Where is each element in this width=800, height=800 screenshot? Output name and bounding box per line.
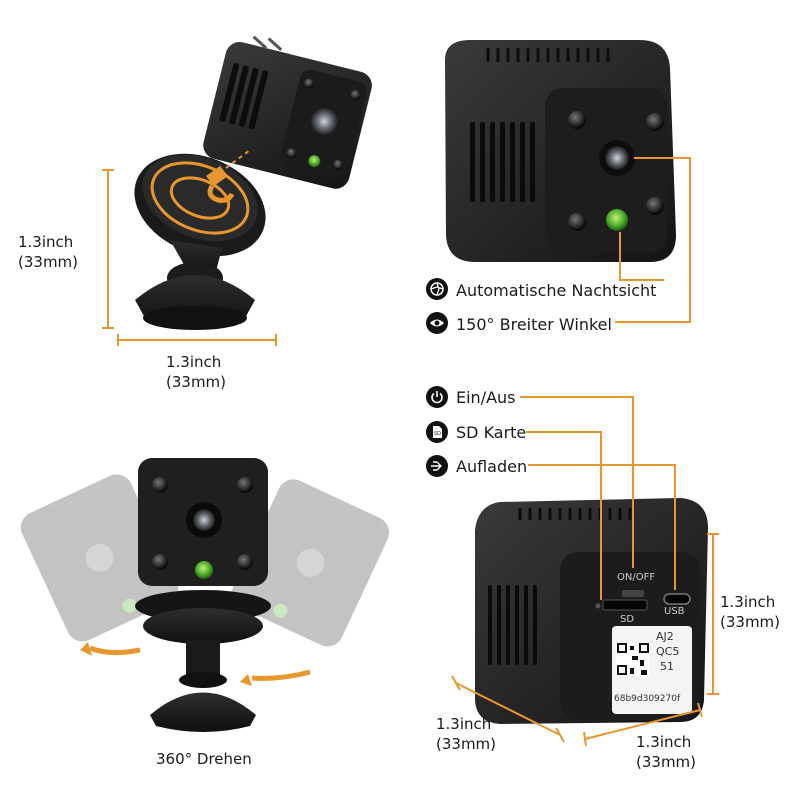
sticker-line-1: AJ2 — [656, 630, 674, 643]
camera-rotation-view — [20, 458, 390, 732]
power-icon — [426, 386, 448, 408]
camera-with-magnetic-mount — [134, 35, 372, 330]
sticker-line-2: QC5 — [656, 645, 680, 658]
usb-icon — [426, 455, 448, 477]
feature-sd-card: SD Karte — [456, 423, 527, 442]
feature-night-vision: Automatische Nachtsicht — [456, 281, 657, 300]
svg-text:SD: SD — [434, 431, 441, 437]
sd-print: SD — [620, 614, 635, 625]
back-depth-inch: 1.3inch — [436, 715, 492, 733]
back-height-dimension-label: 1.3inch (33mm) — [720, 592, 780, 632]
feature-wide-angle: 150° Breiter Winkel — [456, 315, 612, 334]
eye-icon — [426, 312, 448, 334]
back-depth-mm: (33mm) — [436, 735, 497, 753]
switch-print: ON/OFF — [617, 572, 656, 583]
back-height-inch: 1.3inch — [720, 593, 776, 611]
dimension-lines-bottom-right — [451, 533, 719, 747]
usb-print: USB — [664, 606, 685, 617]
back-width-mm: (33mm) — [636, 753, 697, 771]
callout-lines-top-right — [615, 157, 691, 323]
feature-power: Ein/Aus — [456, 388, 516, 407]
back-depth-dimension-label: 1.3inch (33mm) — [436, 714, 496, 754]
sticker-line-3: 51 — [660, 660, 674, 673]
dimension-lines-top-left — [102, 169, 277, 346]
callout-lines-bottom-right — [520, 396, 676, 600]
aperture-icon — [426, 278, 448, 300]
sticker-serial: 68b9d309270f — [614, 694, 681, 704]
width-dimension-label: 1.3inch (33mm) — [166, 352, 226, 392]
camera-back-view — [475, 498, 708, 724]
sd-card-icon: SD — [426, 421, 448, 443]
back-width-inch: 1.3inch — [636, 733, 692, 751]
height-mm: (33mm) — [18, 253, 79, 271]
width-mm: (33mm) — [166, 373, 227, 391]
back-width-dimension-label: 1.3inch (33mm) — [636, 732, 696, 772]
width-inch: 1.3inch — [166, 353, 222, 371]
back-height-mm: (33mm) — [720, 613, 781, 631]
camera-front-view — [445, 40, 676, 262]
feature-charging: Aufladen — [456, 457, 528, 476]
height-dimension-label: 1.3inch (33mm) — [18, 232, 78, 272]
height-inch: 1.3inch — [18, 233, 74, 251]
rotation-caption: 360° Drehen — [156, 750, 252, 768]
